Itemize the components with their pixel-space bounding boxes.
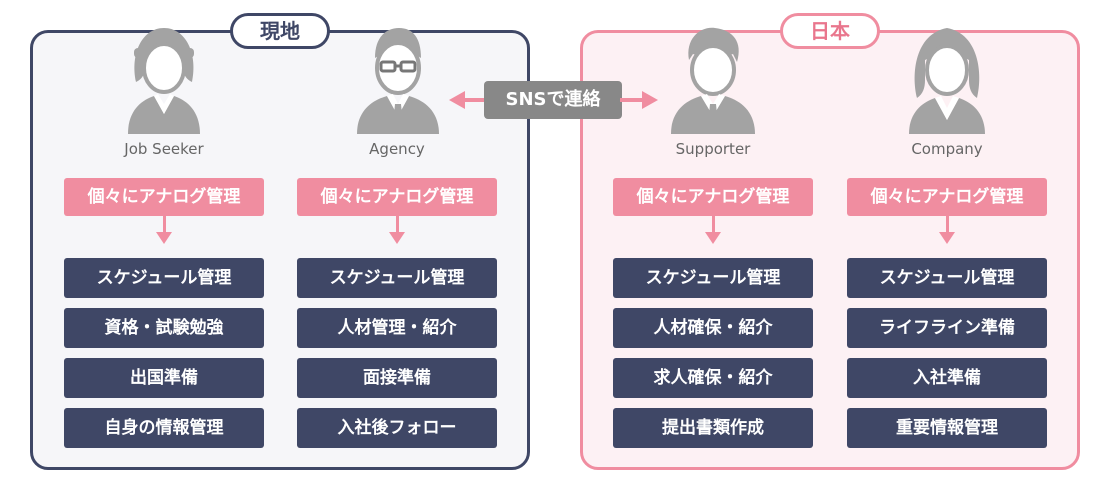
japan-group-label: 日本 [780,13,880,49]
local-group-label: 現地 [230,13,330,49]
connector-line [163,216,166,234]
task-box: 求人確保・紹介 [613,358,813,398]
task-box: 人材確保・紹介 [613,308,813,348]
task-box: 提出書類作成 [613,408,813,448]
analog-management-box: 個々にアナログ管理 [297,178,497,216]
connector-line [946,216,949,234]
arrow-down-icon [156,232,172,244]
task-box: スケジュール管理 [613,258,813,298]
role-label: Supporter [675,140,751,158]
analog-management-box: 個々にアナログ管理 [847,178,1047,216]
task-box: 人材管理・紹介 [297,308,497,348]
task-box: 自身の情報管理 [64,408,264,448]
arrow-down-icon [939,232,955,244]
sns-arrow-line-left [462,98,486,102]
task-box: スケジュール管理 [847,258,1047,298]
task-box: 重要情報管理 [847,408,1047,448]
analog-management-box: 個々にアナログ管理 [64,178,264,216]
role-label: Job Seeker [124,140,204,158]
arrow-down-icon [705,232,721,244]
female-company-icon [909,28,985,134]
role-label: Company [911,140,983,158]
male-agency-with-glasses-icon [357,28,439,134]
connector-line [396,216,399,234]
arrow-down-icon [389,232,405,244]
sns-arrow-left-icon [449,91,465,109]
task-box: 面接準備 [297,358,497,398]
female-job-seeker-icon [128,28,200,134]
sns-contact-label: SNSで連絡 [484,81,622,119]
task-box: スケジュール管理 [297,258,497,298]
task-box: ライフライン準備 [847,308,1047,348]
connector-line [712,216,715,234]
task-box: 入社準備 [847,358,1047,398]
task-box: 出国準備 [64,358,264,398]
task-box: スケジュール管理 [64,258,264,298]
sns-arrow-right-icon [642,91,658,109]
task-box: 入社後フォロー [297,408,497,448]
task-box: 資格・試験勉強 [64,308,264,348]
sns-arrow-line-right [620,98,644,102]
male-supporter-icon [671,27,755,134]
role-label: Agency [369,140,425,158]
analog-management-box: 個々にアナログ管理 [613,178,813,216]
